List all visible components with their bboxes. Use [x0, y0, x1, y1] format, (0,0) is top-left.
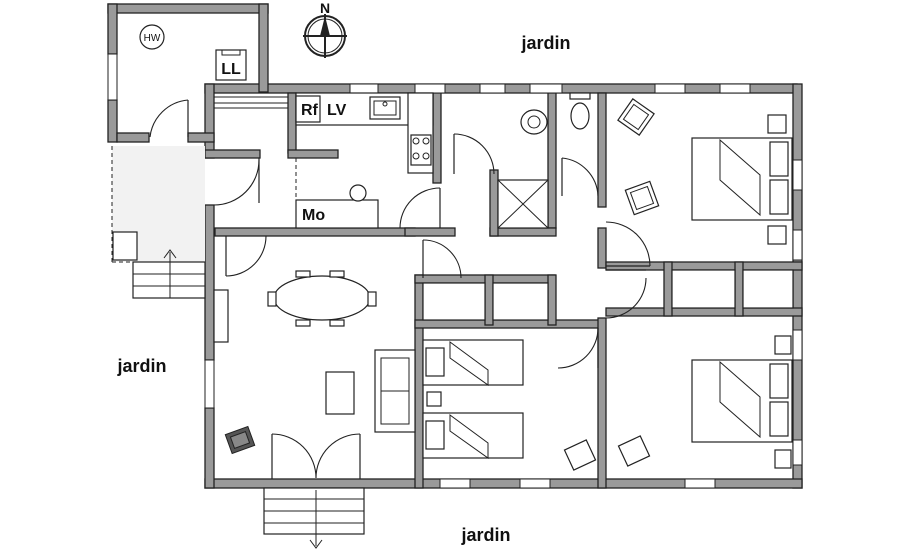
chair-icon: [624, 180, 660, 216]
bedroom-1: [617, 98, 794, 309]
entry-terrace: [111, 146, 206, 299]
hot-water-heater-icon: [139, 24, 165, 50]
chair-icon: [617, 98, 655, 136]
living-room: [213, 270, 416, 455]
microwave-label: Mo: [302, 207, 325, 224]
front-steps: [263, 487, 365, 549]
wardrobe: [671, 269, 736, 309]
chair-icon: [563, 439, 597, 471]
hot-water-label: HW: [144, 33, 161, 44]
garden-label-bottom: jardin: [460, 525, 510, 545]
doors: [213, 133, 651, 479]
toilet: [570, 102, 590, 130]
dishwasher-label: LV: [327, 102, 347, 119]
kitchen-sink: [369, 96, 401, 120]
wardrobe: [742, 269, 794, 309]
microwave-counter: [295, 199, 379, 229]
washbasin: [520, 109, 548, 135]
garden-label-left: jardin: [116, 356, 166, 376]
bedroom-2: [617, 335, 793, 469]
compass-icon: [303, 14, 347, 58]
windows: [107, 53, 803, 489]
bedroom-3: [422, 282, 597, 471]
dining-table: [273, 275, 371, 321]
garden-label-top: jardin: [520, 33, 570, 53]
entry-steps: [132, 261, 206, 299]
utility-room: HW LL: [139, 24, 247, 138]
chair-icon: [617, 435, 651, 467]
fridge-label: Rf: [301, 102, 319, 119]
bathroom: [497, 92, 591, 229]
armchair-icon: [224, 425, 256, 455]
sideboard: [213, 289, 229, 343]
laundry-label: LL: [221, 61, 241, 78]
kitchen: Rf LV Mo: [214, 92, 434, 229]
stove: [410, 134, 432, 166]
fridge: [295, 95, 321, 123]
coffee-table: [325, 371, 355, 415]
compass-north-label: N: [320, 0, 330, 16]
wardrobe: [422, 282, 486, 321]
wardrobe: [492, 282, 549, 321]
